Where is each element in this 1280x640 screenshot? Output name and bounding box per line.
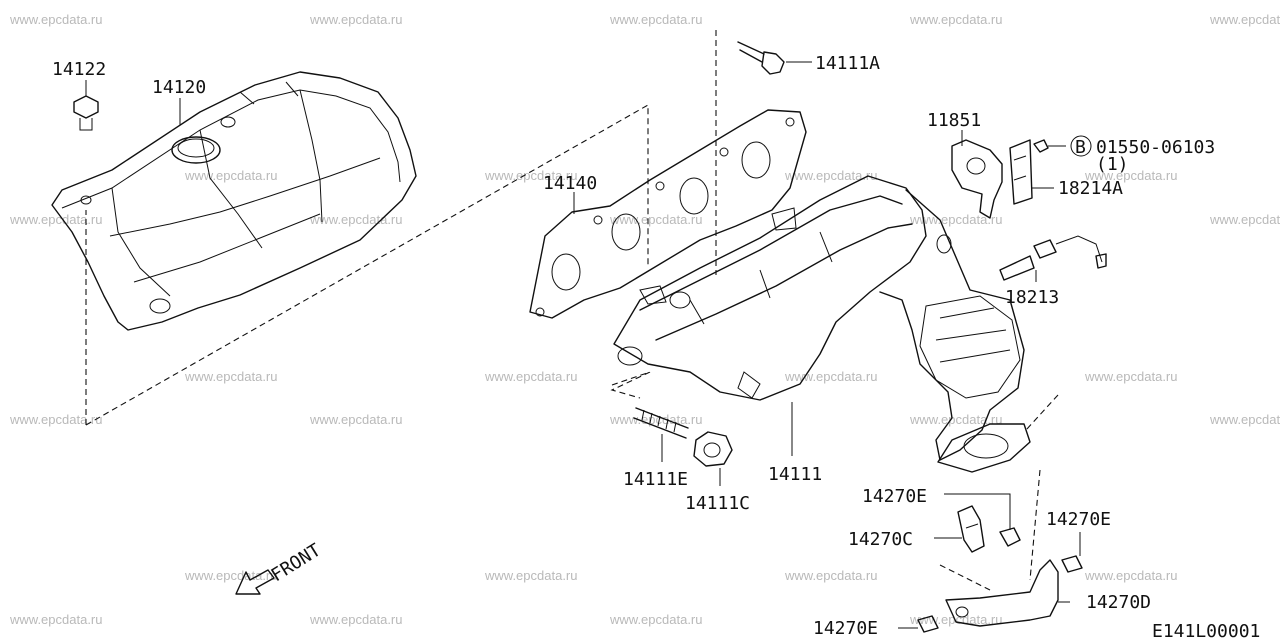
watermark: www.epcdata.ru — [1084, 369, 1178, 384]
label-14122: 14122 — [52, 59, 106, 80]
watermark: www.epcdata.ru — [9, 612, 103, 627]
label-14111: 14111 — [768, 464, 822, 485]
label-14111a: 14111A — [815, 53, 880, 74]
watermark: www.epcdata.ru — [9, 412, 103, 427]
watermark-layer: www.epcdata.ru www.epcdata.ru www.epcdat… — [9, 12, 1280, 627]
label-quantity: (1) — [1096, 154, 1129, 175]
label-14140: 14140 — [543, 173, 597, 194]
label-14270c: 14270C — [848, 529, 913, 550]
watermark: www.epcdata.ru — [1209, 12, 1280, 27]
bracket-14270c — [957, 505, 985, 553]
manifold-gasket — [529, 109, 807, 319]
label-14270e: 14270E — [862, 486, 927, 507]
watermark: www.epcdata.ru — [609, 12, 703, 27]
watermark: www.epcdata.ru — [184, 568, 278, 583]
label-11851: 11851 — [927, 110, 981, 131]
catalytic-converter — [879, 189, 1031, 473]
label-01550-06103: 01550-06103 — [1096, 137, 1215, 158]
heat-insulator — [51, 71, 417, 331]
watermark: www.epcdata.ru — [309, 612, 403, 627]
watermark: www.epcdata.ru — [784, 168, 878, 183]
oxygen-sensor-18213 — [999, 235, 1107, 281]
label-14120: 14120 — [152, 77, 206, 98]
watermark: www.epcdata.ru — [9, 12, 103, 27]
watermark: www.epcdata.ru — [1209, 212, 1280, 227]
nut-14111c — [693, 431, 733, 467]
watermark: www.epcdata.ru — [9, 212, 103, 227]
watermark: www.epcdata.ru — [784, 369, 878, 384]
bracket-18214a — [1009, 139, 1049, 205]
bracket-14270d — [945, 559, 1059, 627]
label-14270d: 14270D — [1086, 592, 1151, 613]
label-14111e: 14111E — [623, 469, 688, 490]
watermark: www.epcdata.ru — [309, 12, 403, 27]
watermark: www.epcdata.ru — [909, 212, 1003, 227]
label-18213: 18213 — [1005, 287, 1059, 308]
figure-code: E141L00001 — [1152, 621, 1260, 640]
watermark: www.epcdata.ru — [309, 412, 403, 427]
watermark: www.epcdata.ru — [909, 12, 1003, 27]
circled-b-marker — [1070, 135, 1092, 157]
watermark: www.epcdata.ru — [1084, 168, 1178, 183]
label-circle-b: B — [1075, 137, 1086, 158]
watermark: www.epcdata.ru — [609, 612, 703, 627]
label-14111c: 14111C — [685, 493, 750, 514]
watermark: www.epcdata.ru — [484, 168, 578, 183]
watermark: www.epcdata.ru — [309, 212, 403, 227]
watermark: www.epcdata.ru — [484, 568, 578, 583]
bolt-14111a — [737, 41, 785, 75]
part-labels: 14122 14120 14140 14111A 11851 B 01550-0… — [52, 53, 1260, 640]
label-14270e: 14270E — [1046, 509, 1111, 530]
watermark: www.epcdata.ru — [1084, 568, 1178, 583]
watermark: www.epcdata.ru — [909, 412, 1003, 427]
stud-14111e — [633, 407, 689, 439]
front-direction-arrow: FRONT — [235, 540, 325, 595]
watermark: www.epcdata.ru — [484, 369, 578, 384]
watermark: www.epcdata.ru — [1209, 412, 1280, 427]
watermark: www.epcdata.ru — [609, 412, 703, 427]
exhaust-manifold — [613, 175, 927, 401]
label-18214a: 18214A — [1058, 178, 1123, 199]
front-label: FRONT — [268, 540, 325, 587]
watermark: www.epcdata.ru — [784, 568, 878, 583]
bracket-11851 — [951, 139, 1003, 219]
watermark: www.epcdata.ru — [184, 168, 278, 183]
label-14270e: 14270E — [813, 618, 878, 639]
bolt-14270e — [917, 527, 1083, 633]
leader-lines — [85, 61, 1081, 629]
watermark: www.epcdata.ru — [184, 369, 278, 384]
